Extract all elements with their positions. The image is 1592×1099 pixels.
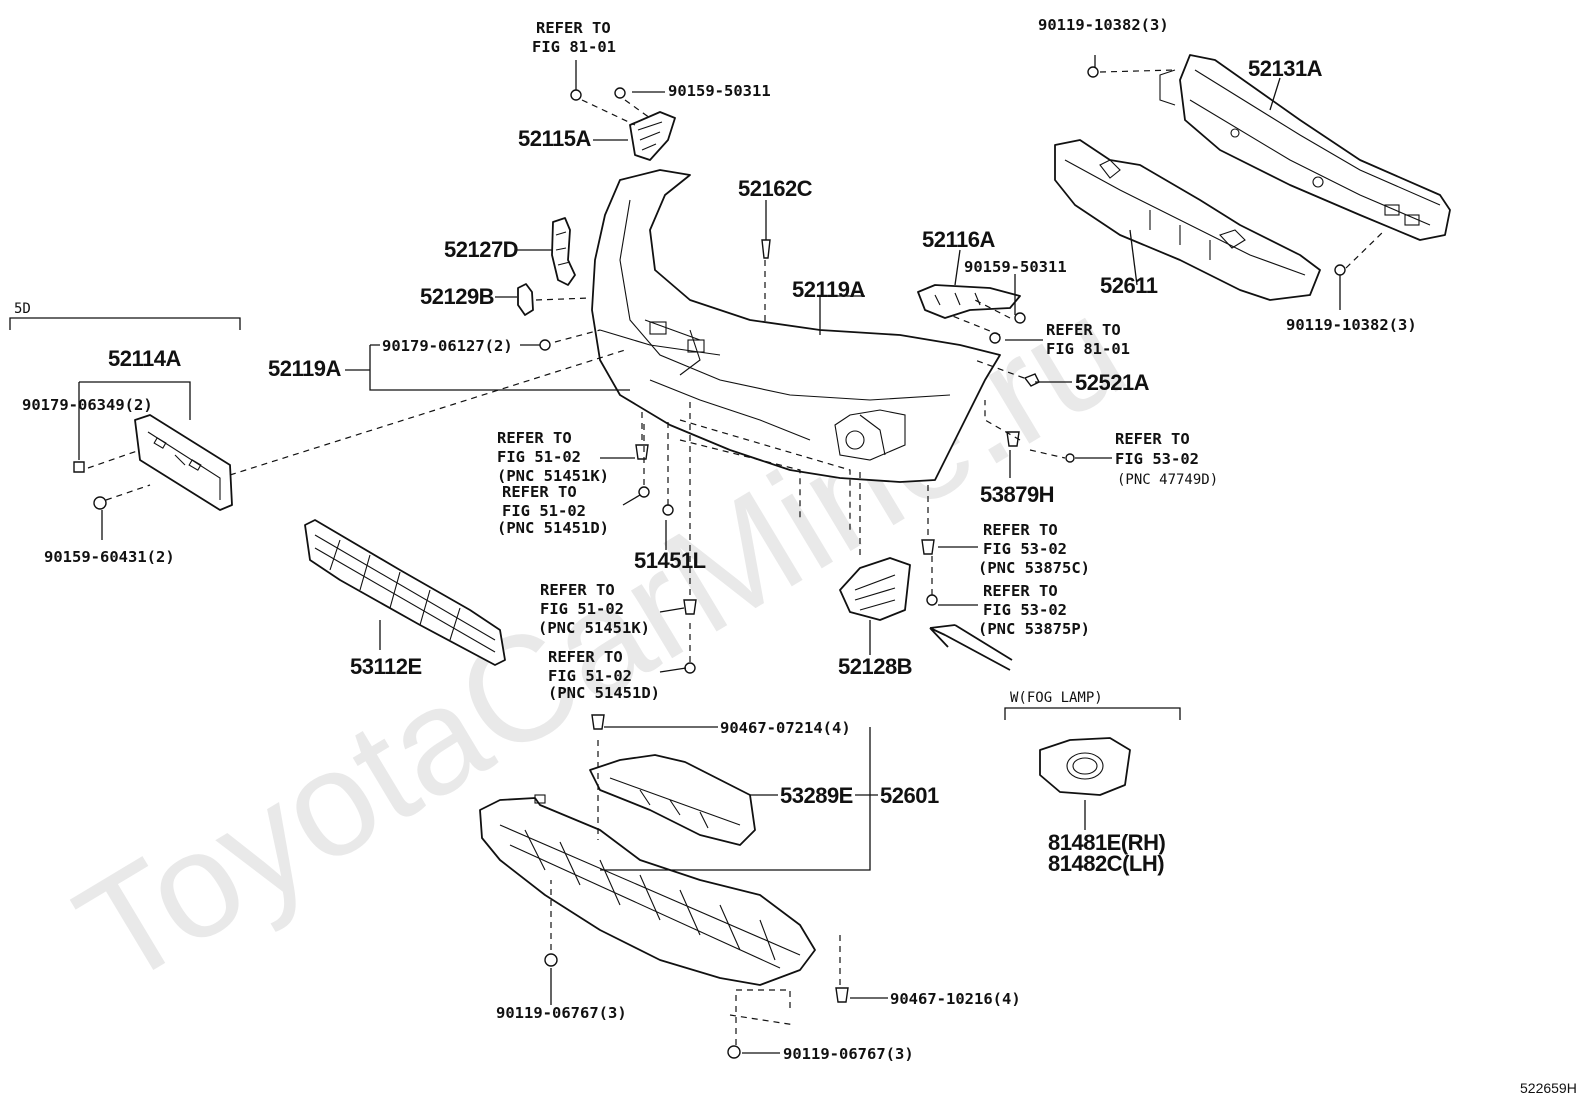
label-90119-10382-top: 90119-10382(3) <box>1038 16 1169 34</box>
label-52127D: 52127D <box>444 237 518 262</box>
callout-labels: 52131A 90119-10382(3) 90119-10382(3) 526… <box>14 16 1577 1096</box>
bracket-52127D <box>551 217 576 286</box>
fasteners <box>73 60 1346 1059</box>
refer-pnc-51451K-b: REFER TO FIG 51-02 (PNC 51451K) <box>538 581 650 637</box>
label-90179-06349: 90179-06349(2) <box>22 396 153 414</box>
bumper-energy-absorber <box>1054 139 1321 301</box>
svg-text:FIG 51-02: FIG 51-02 <box>497 448 581 466</box>
label-52114A: 52114A <box>108 346 181 371</box>
label-53112E: 53112E <box>350 654 422 679</box>
refer-pnc-51451D-b: REFER TO FIG 51-02 (PNC 51451D) <box>548 648 660 702</box>
svg-text:FIG 81-01: FIG 81-01 <box>532 38 616 56</box>
view-arrow <box>929 624 1013 671</box>
svg-text:FIG 51-02: FIG 51-02 <box>540 600 624 618</box>
svg-text:REFER TO: REFER TO <box>502 483 577 501</box>
svg-text:FIG 53-02: FIG 53-02 <box>983 601 1067 619</box>
label-90119-10382-right: 90119-10382(3) <box>1286 316 1417 334</box>
label-90159-60431: 90159-60431(2) <box>44 548 175 566</box>
label-52521A: 52521A <box>1075 370 1150 395</box>
under-cover-53289E <box>589 754 756 846</box>
svg-text:REFER TO: REFER TO <box>983 582 1058 600</box>
engine-under-cover <box>479 794 816 986</box>
leader-lines <box>9 55 1341 1054</box>
svg-text:FIG 81-01: FIG 81-01 <box>1046 340 1130 358</box>
refer-pnc-53875P: REFER TO FIG 53-02 (PNC 53875P) <box>978 582 1090 638</box>
label-52131A: 52131A <box>1248 56 1323 81</box>
label-53879H: 53879H <box>980 482 1054 507</box>
bracket-52115A <box>629 111 676 161</box>
svg-text:REFER TO: REFER TO <box>548 648 623 666</box>
label-90467-07214: 90467-07214(4) <box>720 719 851 737</box>
refer-fig-81-01-top: REFER TO FIG 81-01 <box>532 19 616 56</box>
bumper-reinforcement <box>1159 54 1451 241</box>
front-bumper-cover <box>591 169 1001 483</box>
svg-text:FIG 53-02: FIG 53-02 <box>1115 450 1199 468</box>
fog-cover-52128B <box>839 557 911 621</box>
label-90159-50311-top: 90159-50311 <box>668 82 771 100</box>
label-52601: 52601 <box>880 783 939 808</box>
label-81482C: 81482C(LH) <box>1048 851 1164 876</box>
fog-lamp-cover <box>1039 737 1131 796</box>
svg-text:(PNC 51451K): (PNC 51451K) <box>538 619 650 637</box>
refer-fig-81-01-right: REFER TO FIG 81-01 <box>1046 321 1130 358</box>
label-52162C: 52162C <box>738 176 813 201</box>
svg-text:(PNC 53875P): (PNC 53875P) <box>978 620 1090 638</box>
figure-code: 522659H <box>1520 1080 1577 1096</box>
retainer-52129B <box>517 283 534 316</box>
label-fog-lamp-variant: W(FOG LAMP) <box>1010 690 1103 706</box>
label-52128B: 52128B <box>838 654 912 679</box>
bracket-52116A <box>917 284 1021 319</box>
svg-text:REFER TO: REFER TO <box>497 429 572 447</box>
label-5D: 5D <box>14 301 31 317</box>
label-90179-06127: 90179-06127(2) <box>382 337 513 355</box>
label-51451L: 51451L <box>634 548 706 573</box>
svg-text:(PNC 47749D): (PNC 47749D) <box>1117 472 1218 488</box>
alignment-lines <box>87 69 1386 1045</box>
svg-text:REFER TO: REFER TO <box>1115 430 1190 448</box>
svg-text:REFER TO: REFER TO <box>540 581 615 599</box>
label-53289E: 53289E <box>780 783 853 808</box>
label-52119A-group: 52119A <box>268 356 341 381</box>
svg-text:(PNC 51451K): (PNC 51451K) <box>497 467 609 485</box>
label-52115A: 52115A <box>518 126 591 151</box>
label-52129B: 52129B <box>420 284 494 309</box>
label-81481E: 81481E(RH) <box>1048 830 1165 855</box>
svg-text:(PNC 51451D): (PNC 51451D) <box>548 684 660 702</box>
label-52119A-main: 52119A <box>792 277 865 302</box>
svg-text:FIG 53-02: FIG 53-02 <box>983 540 1067 558</box>
svg-text:REFER TO: REFER TO <box>983 521 1058 539</box>
label-52116A: 52116A <box>922 227 995 252</box>
refer-pnc-47749D: REFER TO FIG 53-02 (PNC 47749D) <box>1115 430 1218 488</box>
refer-pnc-51451K-a: REFER TO FIG 51-02 (PNC 51451K) <box>497 429 609 485</box>
label-90119-06767-bottom: 90119-06767(3) <box>783 1045 914 1063</box>
label-52611: 52611 <box>1100 273 1158 298</box>
svg-text:REFER TO: REFER TO <box>1046 321 1121 339</box>
label-90467-10216: 90467-10216(4) <box>890 990 1021 1008</box>
svg-text:(PNC 51451D): (PNC 51451D) <box>497 519 609 537</box>
svg-text:FIG 51-02: FIG 51-02 <box>502 502 586 520</box>
license-plate-bracket <box>134 414 233 511</box>
label-90119-06767-left: 90119-06767(3) <box>496 1004 627 1022</box>
svg-text:FIG 51-02: FIG 51-02 <box>548 667 632 685</box>
refer-pnc-53875C: REFER TO FIG 53-02 (PNC 53875C) <box>978 521 1090 577</box>
svg-text:REFER TO: REFER TO <box>536 19 611 37</box>
label-90159-50311-right: 90159-50311 <box>964 258 1067 276</box>
lower-grille <box>304 519 506 666</box>
svg-text:(PNC 53875C): (PNC 53875C) <box>978 559 1090 577</box>
refer-pnc-51451D-a: REFER TO FIG 51-02 (PNC 51451D) <box>497 483 609 537</box>
